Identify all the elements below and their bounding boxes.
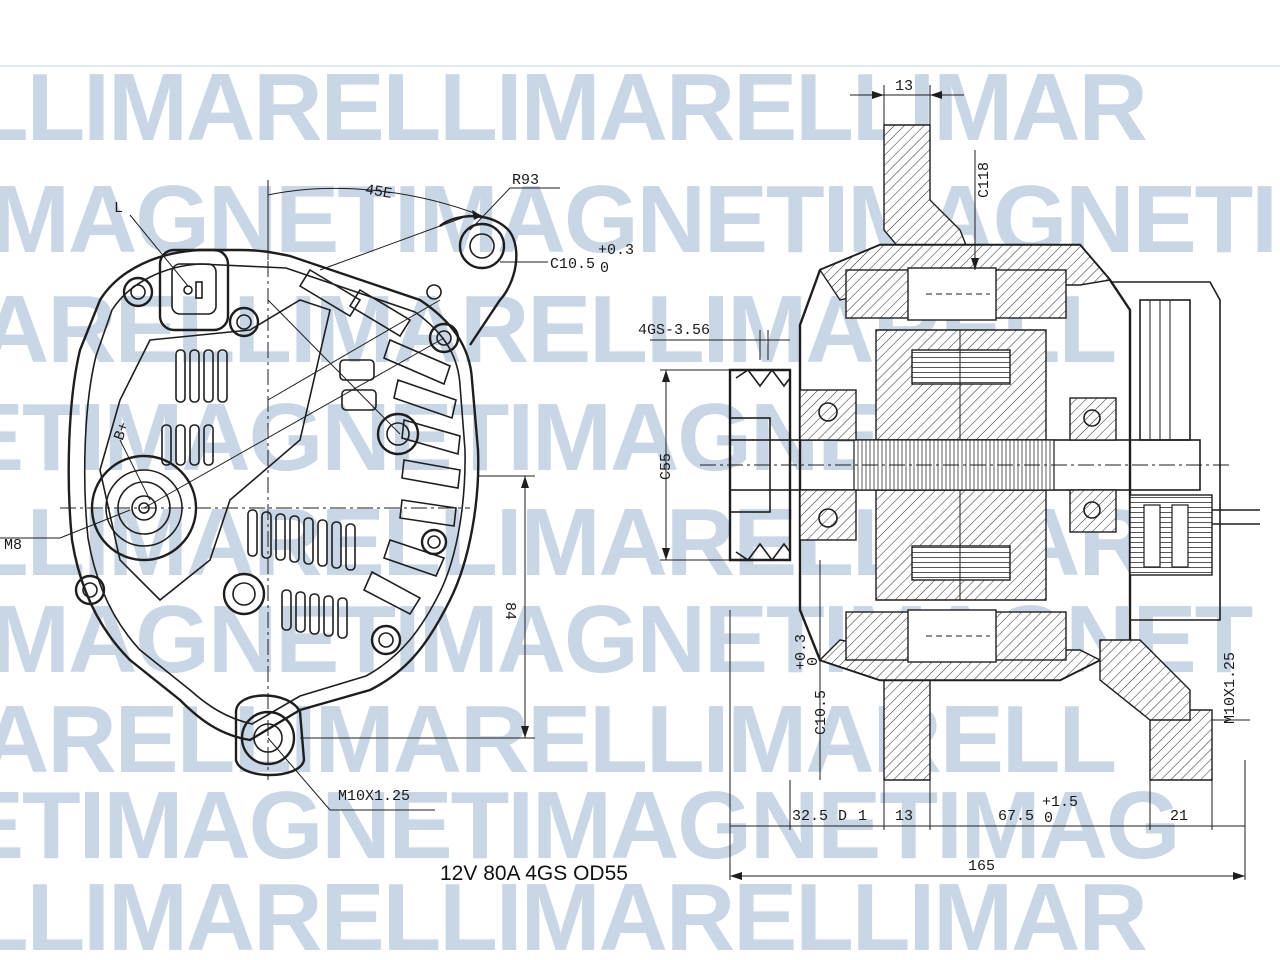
label-l: L (114, 200, 123, 217)
watermark-row: LLIMARELLIMARELLIMAR (0, 54, 1146, 161)
label-13-top: 13 (895, 78, 913, 95)
label-m10-front: M10X1.25 (338, 788, 410, 805)
front-vents (161, 268, 461, 639)
watermark-row: LLIMARELLIMARELLIMAR (0, 864, 1146, 960)
label-r93: R93 (512, 172, 539, 189)
label-67-5-tol: +1.5 (1042, 794, 1078, 811)
label-1: 1 (858, 808, 867, 825)
label-m8: M8 (4, 537, 22, 554)
label-165: 165 (968, 858, 995, 875)
label-c118: C118 (976, 162, 993, 198)
label-d: D (838, 808, 847, 825)
label-13-bottom: 13 (895, 808, 913, 825)
label-67-5-tol-low: 0 (1044, 810, 1053, 827)
side-view (650, 85, 1260, 880)
label-c55: C55 (658, 453, 675, 480)
front-housing-outline (67, 248, 480, 742)
label-c10-front: C10.5 (550, 256, 595, 273)
label-67-5: 67.5 (998, 808, 1034, 825)
label-c10-side-tol: +0.3 (793, 634, 810, 670)
label-c10-front-tol-low: 0 (600, 260, 609, 277)
label-c10-side-tol-low: 0 (805, 657, 822, 666)
label-m10-side: M10X1.25 (1222, 652, 1239, 724)
label-c10-side: C10.5 (813, 690, 830, 735)
label-32-5: 32.5 (792, 808, 828, 825)
label-b-plus: B+ (111, 420, 133, 443)
spec-caption: 12V 80A 4GS OD55 (440, 862, 628, 885)
front-view (0, 180, 560, 811)
label-c10-front-tol: +0.3 (598, 242, 634, 259)
label-21: 21 (1170, 808, 1188, 825)
watermark-row: ARELLIMARELLIMARELL (0, 686, 1115, 793)
label-84: 84 (501, 602, 518, 620)
label-45e: 45E (364, 182, 394, 203)
label-4gs: 4GS-3.56 (638, 322, 710, 339)
